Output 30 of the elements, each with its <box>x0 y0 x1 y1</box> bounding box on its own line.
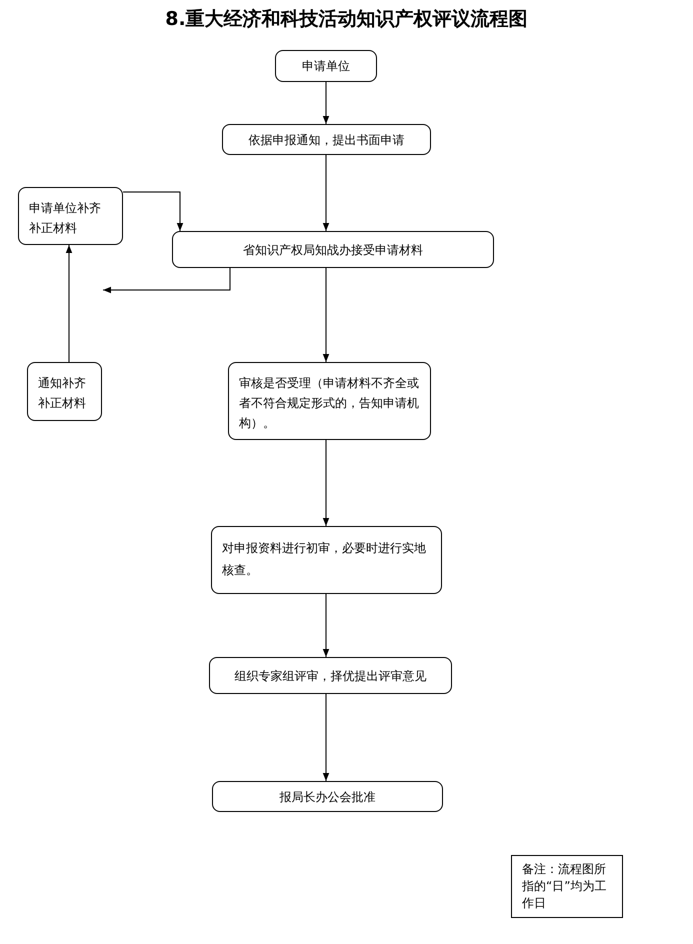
arrow <box>102 268 230 294</box>
arrow <box>122 192 184 232</box>
arrow <box>322 154 330 232</box>
box-text: 省知识产权局知战办接受申请材料 <box>243 242 423 258</box>
process-box <box>222 124 431 155</box>
arrow <box>322 268 330 362</box>
note-box <box>511 855 623 918</box>
box-text: 申请单位补齐补正材料 <box>29 200 102 237</box>
arrow <box>322 694 330 782</box>
process-box <box>18 187 123 245</box>
box-text: 备注：流程图所指的“日”均为工作日 <box>522 861 608 912</box>
arrow <box>66 244 72 362</box>
process-box <box>275 50 377 82</box>
process-box <box>209 657 452 694</box>
arrow <box>322 82 330 124</box>
diagram-title: 8.重大经济和科技活动知识产权评议流程图 <box>164 7 529 32</box>
process-box <box>27 362 102 421</box>
process-box <box>172 231 494 268</box>
box-text: 依据申报通知，提出书面申请 <box>248 132 404 148</box>
box-text: 通知补齐补正材料 <box>38 375 87 412</box>
arrow <box>322 440 330 526</box>
box-text: 申请单位 <box>302 58 350 75</box>
arrow <box>322 594 330 658</box>
box-text: 审核是否受理（申请材料不齐全或者不符合规定形式的，告知申请机构）。 <box>239 375 420 432</box>
process-box <box>228 362 431 440</box>
box-text: 组织专家组评审，择优提出评审意见 <box>234 668 426 684</box>
process-box <box>212 781 443 812</box>
box-text: 对申报资料进行初审，必要时进行实地核查。 <box>222 540 427 579</box>
process-box <box>211 526 442 594</box>
box-text: 报局长办公会批准 <box>280 788 376 806</box>
